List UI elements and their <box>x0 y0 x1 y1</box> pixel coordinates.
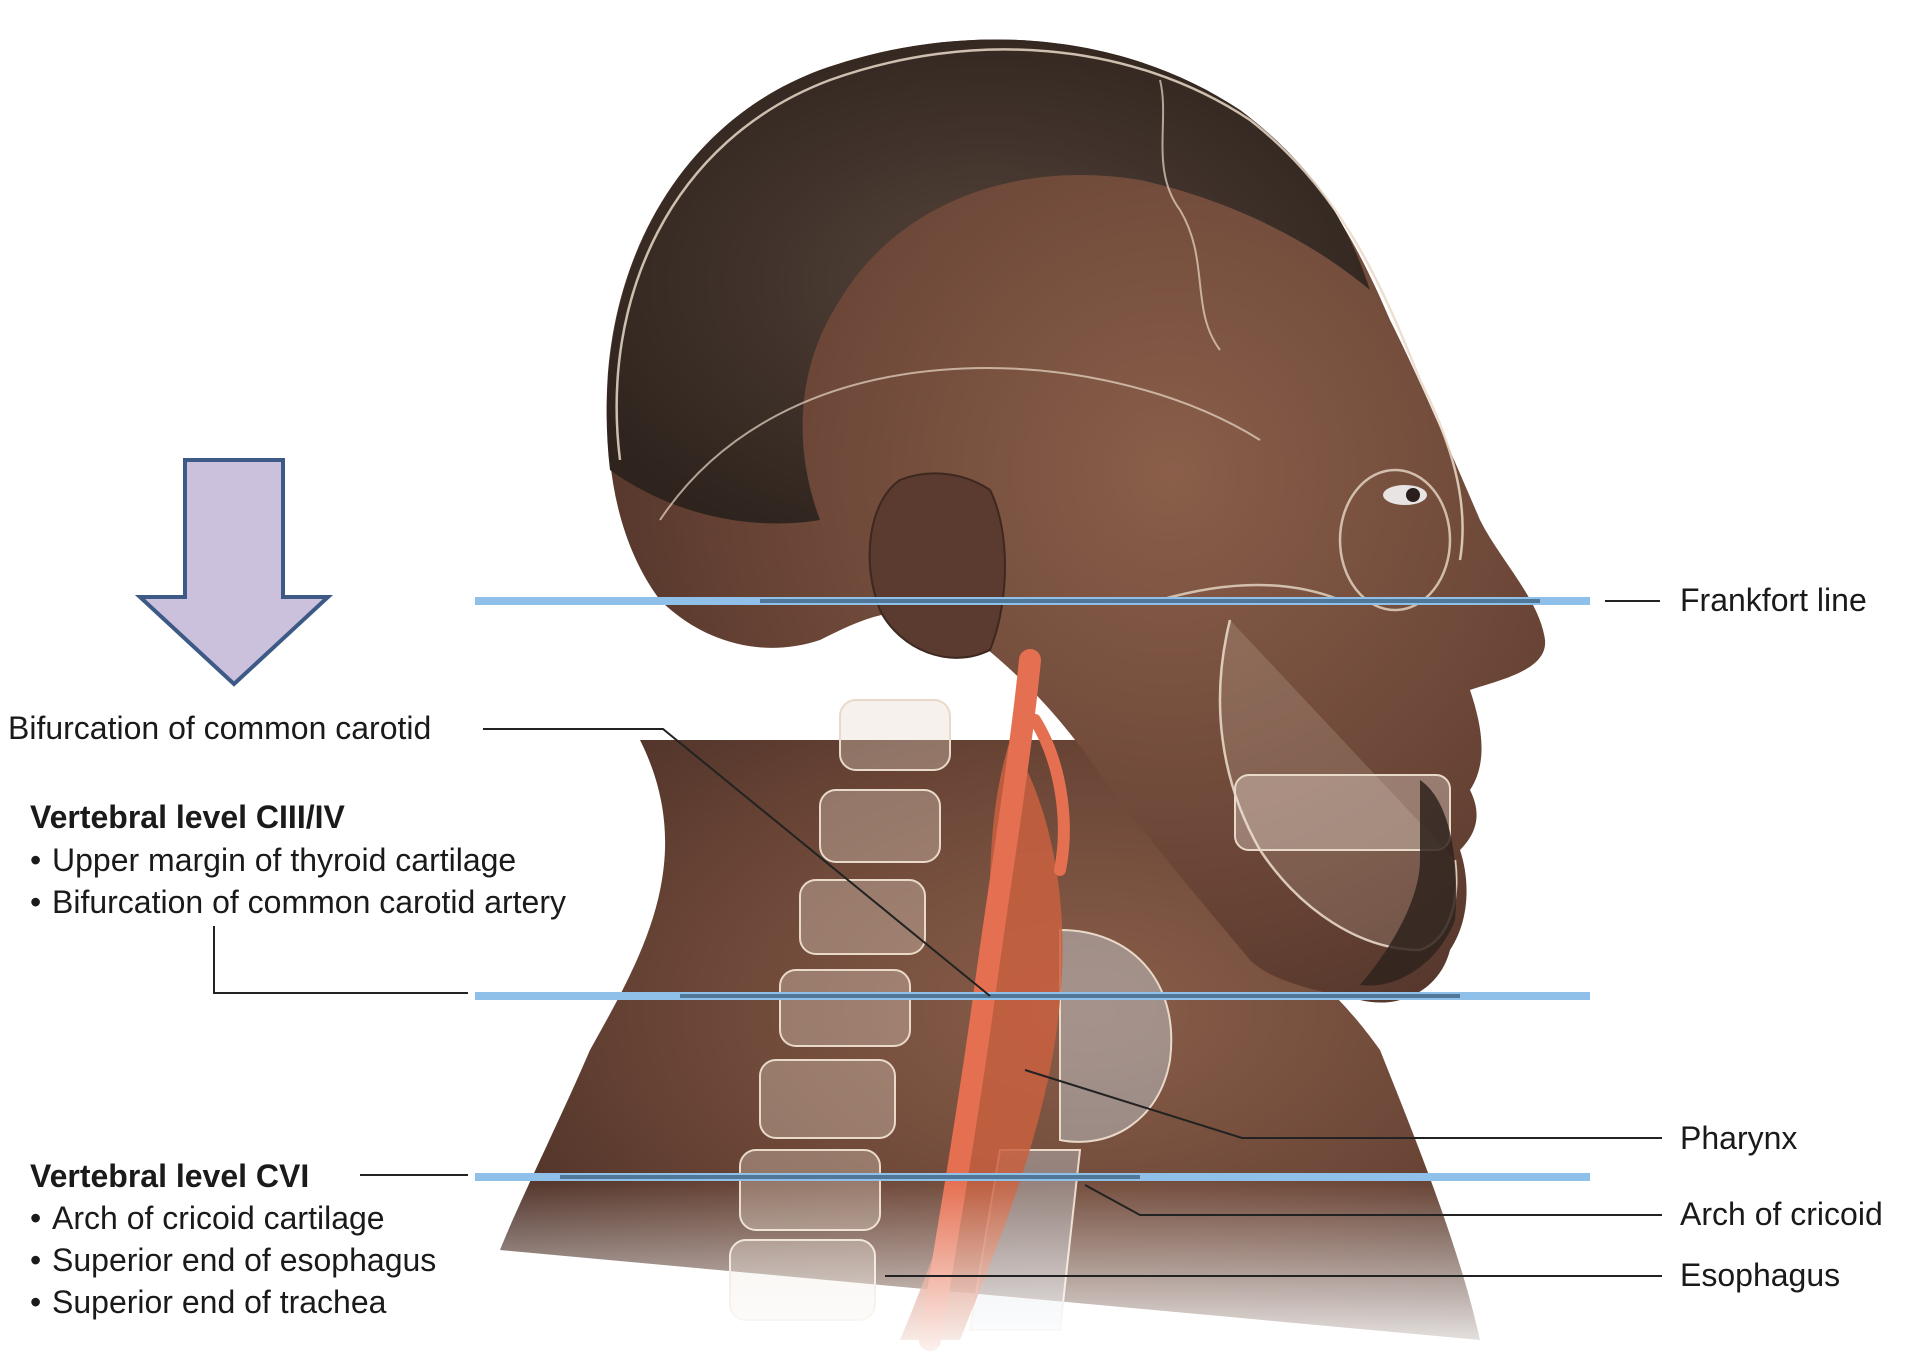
list-item: Bifurcation of common carotid artery <box>28 881 566 923</box>
list-item: Superior end of esophagus <box>28 1239 436 1281</box>
teeth <box>1235 775 1450 850</box>
bifurcation-label: Bifurcation of common carotid <box>8 712 431 744</box>
pupil <box>1406 488 1420 502</box>
esophagus-label: Esophagus <box>1680 1259 1840 1291</box>
level-c6-title: Vertebral level CVI <box>30 1160 309 1192</box>
level-c6-list: Arch of cricoid cartilage Superior end o… <box>28 1197 436 1323</box>
eye <box>1383 485 1427 505</box>
frankfort-line-label: Frankfort line <box>1680 584 1867 616</box>
arch-of-cricoid-label: Arch of cricoid <box>1680 1198 1883 1230</box>
list-item: Arch of cricoid cartilage <box>28 1197 436 1239</box>
level-c3-4-title: Vertebral level CIII/IV <box>30 801 345 833</box>
ear <box>870 473 1005 657</box>
pharynx-label: Pharynx <box>1680 1122 1797 1154</box>
list-item: Upper margin of thyroid cartilage <box>28 839 566 881</box>
down-arrow-icon <box>140 460 328 684</box>
list-item: Superior end of trachea <box>28 1281 436 1323</box>
level-c3-4-list: Upper margin of thyroid cartilage Bifurc… <box>28 839 566 923</box>
